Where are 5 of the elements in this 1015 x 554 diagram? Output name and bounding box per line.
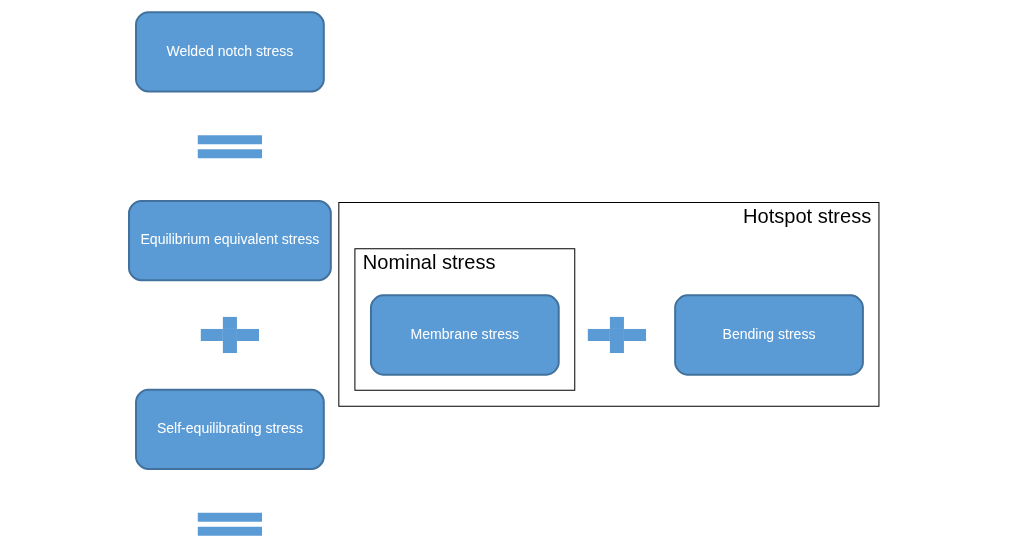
node-box: Equilibrium equivalent stress: [127, 199, 332, 282]
node-box: Bending stress: [673, 294, 864, 376]
node-box: Membrane stress: [369, 294, 560, 376]
node-box: Self-equilibrating stress: [134, 388, 325, 470]
node-box: Welded notch stress: [134, 11, 325, 93]
